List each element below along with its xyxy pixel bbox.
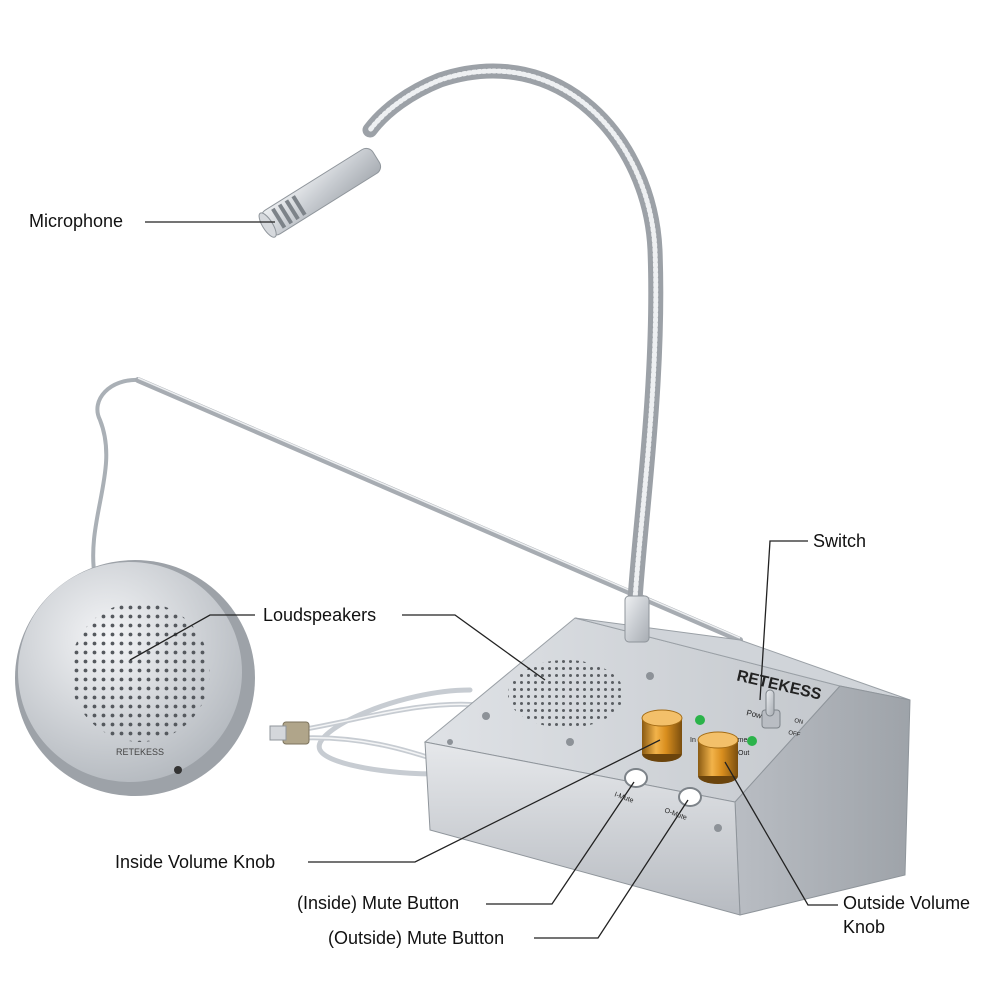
- speaker-jack: [174, 766, 182, 774]
- switch-callout: Switch: [813, 531, 867, 551]
- inside-mute-button-callout: (Inside) Mute Button: [297, 893, 460, 913]
- microphone-callout: Microphone: [29, 211, 124, 231]
- outside-volume-knob-leader: [724, 761, 838, 906]
- outside-volume-knob[interactable]: [697, 731, 739, 784]
- inside-volume-knob-leader: [308, 739, 661, 863]
- outside-led: [747, 736, 757, 746]
- microphone: [258, 147, 382, 238]
- loudspeakers-leader-right: [402, 614, 546, 681]
- speaker-brand-text: RETEKESS: [116, 747, 164, 757]
- usb-plug: [282, 721, 310, 745]
- inside-volume-knob-callout: Inside Volume Knob: [115, 852, 276, 872]
- inside-mute-leader: [486, 781, 635, 905]
- inside-volume-knob[interactable]: [641, 709, 683, 762]
- base-unit: RETEKESS Power ON OFF In Volume Out: [423, 595, 911, 916]
- outside-volume-knob-callout-line1: Outside Volume: [843, 893, 971, 913]
- inside-mute-button[interactable]: [624, 768, 648, 788]
- out-label: Out: [738, 750, 749, 757]
- power-switch[interactable]: [761, 689, 781, 729]
- outside-mute-button-callout: (Outside) Mute Button: [328, 928, 505, 948]
- off-label: OFF: [788, 730, 801, 739]
- loudspeakers-callout: Loudspeakers: [263, 605, 377, 625]
- built-in-speaker-grille: [508, 660, 624, 728]
- in-label: In: [690, 737, 696, 744]
- inside-led: [695, 715, 705, 725]
- gooseneck-collar: [624, 595, 650, 643]
- external-loudspeaker: RETEKESS: [15, 560, 255, 796]
- loudspeakers-leader-left: [129, 614, 255, 661]
- outside-mute-leader: [534, 799, 689, 939]
- callout-lines: [129, 221, 838, 939]
- speaker-wire: [91, 377, 141, 579]
- on-label: ON: [794, 718, 804, 726]
- outside-mute-button[interactable]: [678, 787, 702, 807]
- usb-cable: [269, 687, 483, 777]
- gooseneck: [362, 63, 664, 608]
- speaker-grille: [70, 602, 210, 742]
- switch-leader: [759, 540, 808, 701]
- outside-volume-knob-callout-line2: Knob: [843, 917, 886, 937]
